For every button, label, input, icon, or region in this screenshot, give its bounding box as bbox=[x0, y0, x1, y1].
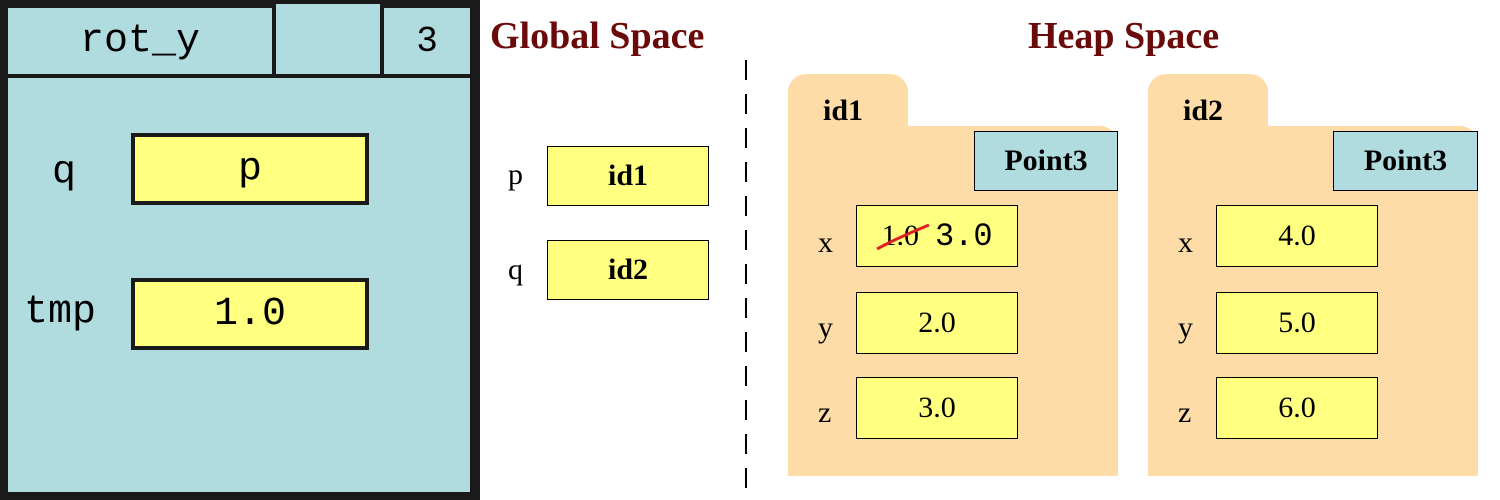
old-value-x: 1.0 bbox=[876, 219, 931, 253]
frame-line-number: 3 bbox=[416, 20, 438, 62]
field-value-z: 3.0 bbox=[856, 377, 1018, 439]
field-value-z: 6.0 bbox=[1216, 377, 1378, 439]
object-id-id2: id2 bbox=[1183, 94, 1224, 127]
field-value-y: 2.0 bbox=[856, 292, 1018, 354]
global-space-title: Global Space bbox=[490, 15, 705, 57]
global-var-label-p: p bbox=[508, 158, 523, 191]
object-class-id2: Point3 bbox=[1333, 131, 1478, 191]
field-value-x: 1.0 3.0 bbox=[856, 205, 1018, 267]
object-id-id1: id1 bbox=[823, 94, 864, 127]
global-var-value-p: id1 bbox=[547, 146, 709, 206]
frame-name: rot_y bbox=[79, 18, 201, 64]
frame-var-label-tmp: tmp bbox=[24, 290, 97, 335]
frame-header-gap bbox=[276, 4, 380, 78]
frame-var-value-q: p bbox=[131, 133, 369, 205]
new-value-x: 3.0 bbox=[934, 217, 993, 255]
heap-space-title: Heap Space bbox=[1028, 15, 1220, 57]
space-divider bbox=[745, 60, 747, 500]
field-label-z: z bbox=[1178, 396, 1192, 429]
field-label-y: y bbox=[818, 311, 833, 344]
field-label-z: z bbox=[818, 396, 832, 429]
global-var-value-q: id2 bbox=[547, 240, 709, 300]
field-value-y: 5.0 bbox=[1216, 292, 1378, 354]
frame-line-number-box: 3 bbox=[380, 4, 474, 78]
field-value-x: 4.0 bbox=[1216, 205, 1378, 267]
field-label-x: x bbox=[818, 226, 833, 259]
frame-var-label-q: q bbox=[52, 150, 77, 195]
field-label-y: y bbox=[1178, 311, 1193, 344]
strikethrough-mark bbox=[876, 223, 931, 251]
frame-name-box bbox=[4, 4, 276, 78]
frame-var-value-tmp: 1.0 bbox=[131, 278, 369, 350]
field-label-x: x bbox=[1178, 226, 1193, 259]
global-var-label-q: q bbox=[508, 253, 523, 286]
object-class-id1: Point3 bbox=[974, 131, 1118, 191]
